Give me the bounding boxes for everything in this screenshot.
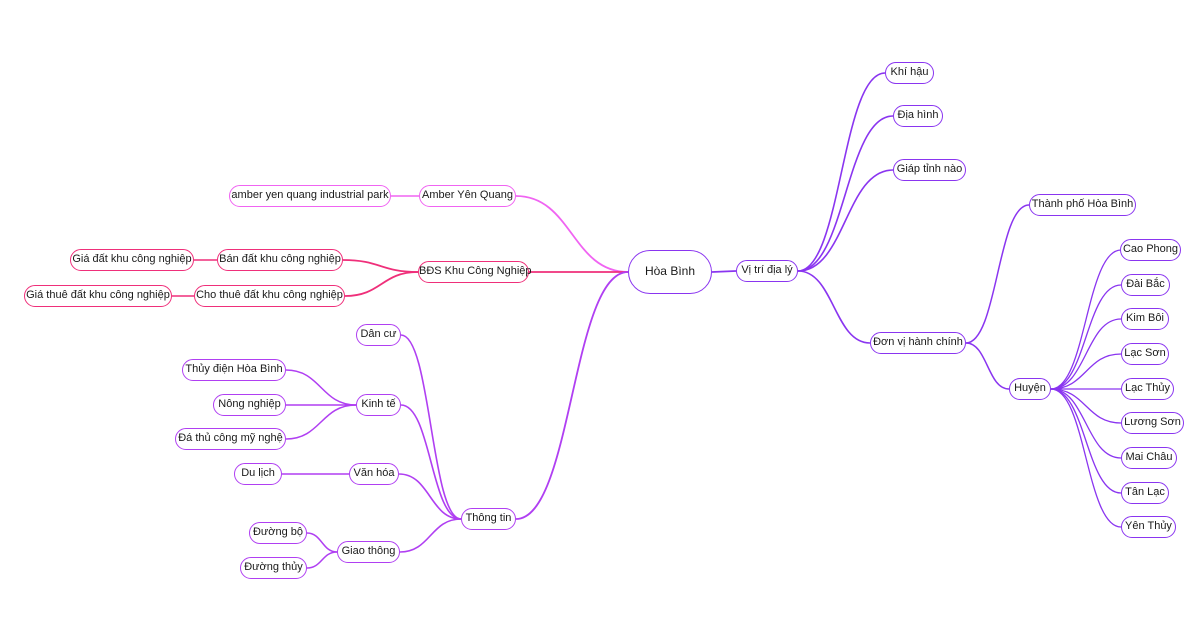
connector-line [1050, 388, 1122, 424]
topic-amber-yen-quang[interactable]: Amber Yên Quang [419, 185, 516, 207]
connector-line [515, 271, 629, 520]
leaf-da-thu-cong[interactable]: Đá thủ công mỹ nghệ [175, 428, 286, 450]
connector-line [965, 204, 1030, 344]
subtopic-giao-thong[interactable]: Giao thông [337, 541, 400, 563]
connector-line [1050, 284, 1122, 390]
connector-line [400, 334, 462, 520]
connector-line [1050, 353, 1122, 390]
leaf-lac-son[interactable]: Lạc Sơn [1121, 343, 1169, 365]
connector-line [344, 271, 419, 297]
leaf-luong-son[interactable]: Lương Sơn [1121, 412, 1184, 434]
subtopic-giap-tinh-nao[interactable]: Giáp tỉnh nào [893, 159, 966, 181]
leaf-kim-boi[interactable]: Kim Bôi [1121, 308, 1169, 330]
subtopic-huyen[interactable]: Huyện [1009, 378, 1051, 400]
connector-line [399, 518, 462, 553]
connector-line [1050, 249, 1122, 390]
leaf-lac-thuy[interactable]: Lạc Thủy [1121, 378, 1174, 400]
connector-line [1050, 388, 1122, 528]
subtopic-don-vi-hanh-chinh[interactable]: Đơn vị hành chính [870, 332, 966, 354]
connector-line [285, 369, 357, 406]
connector-line [342, 259, 419, 273]
connector-line [797, 115, 894, 272]
leaf-cao-phong[interactable]: Cao Phong [1120, 239, 1181, 261]
connector-line [1050, 388, 1122, 494]
leaf-mai-chau[interactable]: Mai Châu [1121, 447, 1177, 469]
connector-line [306, 551, 338, 569]
topic-vi-tri-dia-ly[interactable]: Vị trí địa lý [736, 260, 798, 282]
connector-line [1050, 388, 1122, 459]
topic-thong-tin[interactable]: Thông tin [461, 508, 516, 530]
leaf-yen-thuy[interactable]: Yên Thủy [1121, 516, 1176, 538]
leaf-tan-lac[interactable]: Tân Lạc [1121, 482, 1169, 504]
leaf-nong-nghiep[interactable]: Nông nghiệp [213, 394, 286, 416]
connector-line [1050, 318, 1122, 390]
subtopic-amber-industrial-park[interactable]: amber yen quang industrial park [229, 185, 391, 207]
subtopic-kinh-te[interactable]: Kinh tế [356, 394, 401, 416]
connector-line [306, 532, 338, 553]
connector-line [398, 473, 462, 520]
subtopic-ban-dat[interactable]: Bán đất khu công nghiệp [217, 249, 343, 271]
subtopic-van-hoa[interactable]: Văn hóa [349, 463, 399, 485]
subtopic-cho-thue-dat[interactable]: Cho thuê đất khu công nghiệp [194, 285, 345, 307]
subtopic-thanh-pho-hoa-binh[interactable]: Thành phố Hòa Bình [1029, 194, 1136, 216]
connector-line [515, 195, 629, 273]
subtopic-gia-thue-dat[interactable]: Giá thuê đất khu công nghiệp [24, 285, 172, 307]
leaf-thuy-dien[interactable]: Thủy điện Hòa Bình [182, 359, 286, 381]
connector-line [965, 342, 1010, 390]
root-node[interactable]: Hòa Bình [628, 250, 712, 294]
connector-line [797, 270, 871, 344]
leaf-duong-bo[interactable]: Đường bộ [249, 522, 307, 544]
subtopic-dan-cu[interactable]: Dân cư [356, 324, 401, 346]
connector-line [285, 404, 357, 440]
connector-line [797, 169, 894, 272]
topic-bds-khu-cong-nghiep[interactable]: BĐS Khu Công Nghiệp [418, 261, 532, 283]
leaf-duong-thuy[interactable]: Đường thủy [240, 557, 307, 579]
connector-line [797, 72, 886, 272]
leaf-du-lich[interactable]: Du lịch [234, 463, 282, 485]
subtopic-gia-dat[interactable]: Giá đất khu công nghiệp [70, 249, 194, 271]
subtopic-khi-hau[interactable]: Khí hậu [885, 62, 934, 84]
leaf-dai-bac[interactable]: Đài Bắc [1121, 274, 1170, 296]
connector-line [711, 270, 737, 273]
connector-line [400, 404, 462, 520]
subtopic-dia-hinh[interactable]: Địa hình [893, 105, 943, 127]
